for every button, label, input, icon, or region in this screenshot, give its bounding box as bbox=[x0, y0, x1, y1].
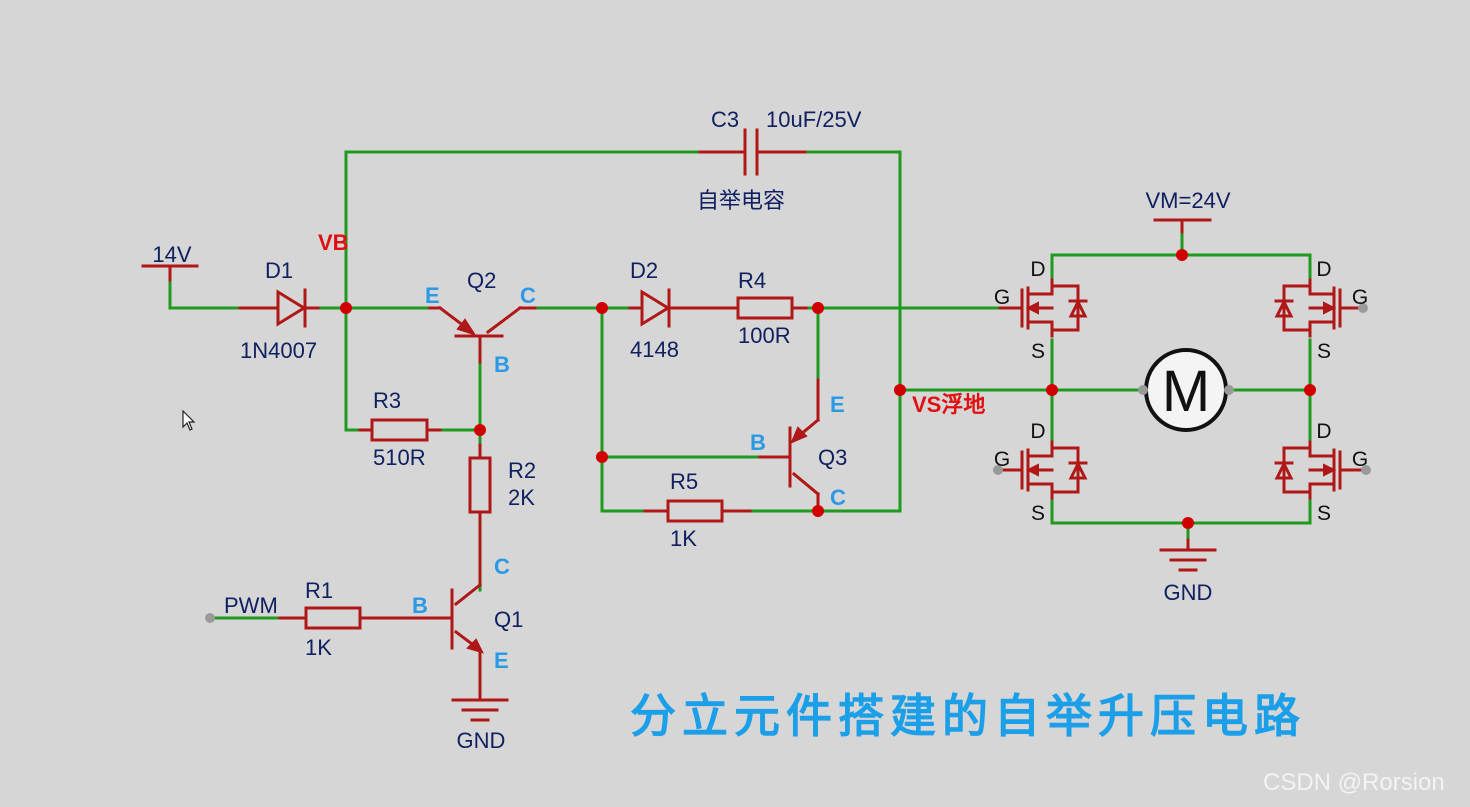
r4-value: 100R bbox=[738, 323, 791, 348]
mosfet-high-right bbox=[1274, 278, 1365, 338]
q2-ref: Q2 bbox=[467, 268, 496, 293]
motor-m: M bbox=[1144, 348, 1228, 432]
q1-pin-c: C bbox=[494, 554, 510, 579]
transistor-q1 bbox=[383, 538, 484, 702]
capacitor-c3 bbox=[698, 128, 807, 176]
wires bbox=[168, 150, 1312, 620]
r2-value: 2K bbox=[508, 485, 535, 510]
mosfet-high-right-pin-d: D bbox=[1316, 258, 1331, 281]
resistor-r4 bbox=[710, 296, 808, 320]
resistor-r1 bbox=[278, 606, 387, 630]
junction-dots bbox=[205, 249, 1371, 623]
resistor-r5 bbox=[643, 499, 752, 523]
q1-pin-e: E bbox=[494, 648, 509, 673]
resistor-r3 bbox=[358, 418, 442, 442]
supply-14v-label: 14V bbox=[152, 242, 191, 267]
mouse-cursor-icon bbox=[182, 410, 196, 431]
r2-ref: R2 bbox=[508, 458, 536, 483]
mosfet-high-left-pin-s: S bbox=[1031, 340, 1045, 363]
resistor-r2 bbox=[468, 443, 492, 542]
d2-value: 4148 bbox=[630, 337, 679, 362]
mosfet-high-left bbox=[998, 278, 1088, 338]
r3-ref: R3 bbox=[373, 388, 401, 413]
q2-pin-c: C bbox=[520, 283, 536, 308]
mosfet-high-left-pin-d: D bbox=[1030, 258, 1045, 281]
mosfet-low-left-pin-g: G bbox=[994, 448, 1010, 471]
c3-ref: C3 bbox=[711, 107, 739, 132]
mosfet-low-left-pin-s: S bbox=[1031, 502, 1045, 525]
q1-pin-b: B bbox=[412, 593, 428, 618]
r3-value: 510R bbox=[373, 445, 426, 470]
ground-q1 bbox=[451, 698, 509, 722]
mosfet-low-left bbox=[996, 440, 1088, 500]
d1-value: 1N4007 bbox=[240, 338, 317, 363]
watermark: CSDN @Rorsion bbox=[1263, 769, 1445, 796]
q3-pin-e: E bbox=[830, 392, 845, 417]
diagram-title: 分立元件搭建的自举升压电路 bbox=[630, 689, 1306, 743]
d1-ref: D1 bbox=[265, 258, 293, 283]
mosfet-low-right bbox=[1274, 440, 1368, 500]
c3-note: 自举电容 bbox=[697, 188, 785, 213]
diode-d1 bbox=[238, 288, 320, 328]
ground-bridge bbox=[1159, 538, 1217, 572]
r5-ref: R5 bbox=[670, 469, 698, 494]
q2-pin-b: B bbox=[494, 352, 510, 377]
vm-label: VM=24V bbox=[1146, 188, 1231, 213]
mosfet-high-left-pin-g: G bbox=[994, 286, 1010, 309]
q1-ref: Q1 bbox=[494, 607, 523, 632]
mosfet-low-right-pin-g: G bbox=[1352, 448, 1368, 471]
gnd-label-bridge: GND bbox=[1164, 580, 1213, 605]
diode-d2 bbox=[628, 288, 714, 328]
transistor-q2 bbox=[428, 305, 537, 364]
pwm-label: PWM bbox=[224, 593, 278, 618]
vs-label: VS浮地 bbox=[912, 392, 985, 417]
mosfet-low-left-pin-d: D bbox=[1030, 420, 1045, 443]
r1-value: 1K bbox=[305, 635, 332, 660]
q3-pin-c: C bbox=[830, 485, 846, 510]
r5-value: 1K bbox=[670, 526, 697, 551]
q3-pin-b: B bbox=[750, 430, 766, 455]
transistor-q3 bbox=[758, 378, 821, 513]
mosfet-low-right-pin-d: D bbox=[1316, 420, 1331, 443]
mosfet-high-right-pin-s: S bbox=[1317, 340, 1331, 363]
mosfet-low-right-pin-s: S bbox=[1317, 502, 1331, 525]
d2-ref: D2 bbox=[630, 258, 658, 283]
vb-label: VB bbox=[318, 230, 349, 255]
r4-ref: R4 bbox=[738, 268, 766, 293]
c3-value: 10uF/25V bbox=[766, 107, 862, 132]
gnd-label-q1: GND bbox=[457, 728, 506, 753]
h-bridge-mosfets bbox=[996, 278, 1368, 500]
motor-label: M bbox=[1162, 359, 1210, 424]
r1-ref: R1 bbox=[305, 578, 333, 603]
q2-pin-e: E bbox=[425, 283, 440, 308]
mosfet-high-right-pin-g: G bbox=[1352, 286, 1368, 309]
q3-ref: Q3 bbox=[818, 445, 847, 470]
